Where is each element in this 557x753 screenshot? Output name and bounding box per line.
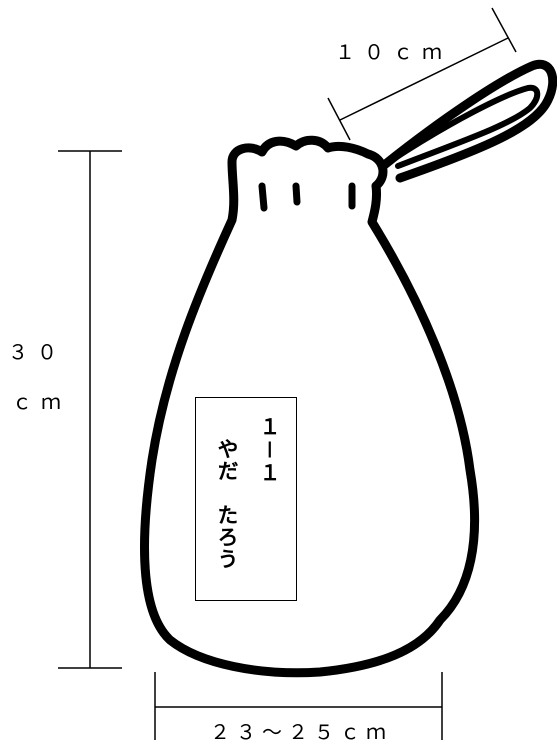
top-dimension-line — [339, 37, 509, 121]
width-range-label: ２３～２５ｃｍ — [210, 720, 392, 744]
strap-length-label: １０ｃｍ — [335, 40, 451, 64]
name-tag-name: やだ たろう — [215, 438, 239, 570]
strap-inner — [389, 84, 541, 169]
top-dimension-tick-left — [327, 97, 351, 141]
drawstring-hole-1 — [258, 182, 268, 212]
name-tag-class: １－１ — [257, 416, 281, 485]
top-dimension-tick-right — [491, 7, 517, 53]
drawstring-hole-2 — [292, 182, 301, 206]
name-tag: １－１ やだ たろう — [195, 397, 297, 601]
height-value-label: ３０ — [8, 340, 66, 364]
strap-loop — [373, 59, 557, 183]
height-unit-label: ｃｍ — [12, 390, 70, 414]
